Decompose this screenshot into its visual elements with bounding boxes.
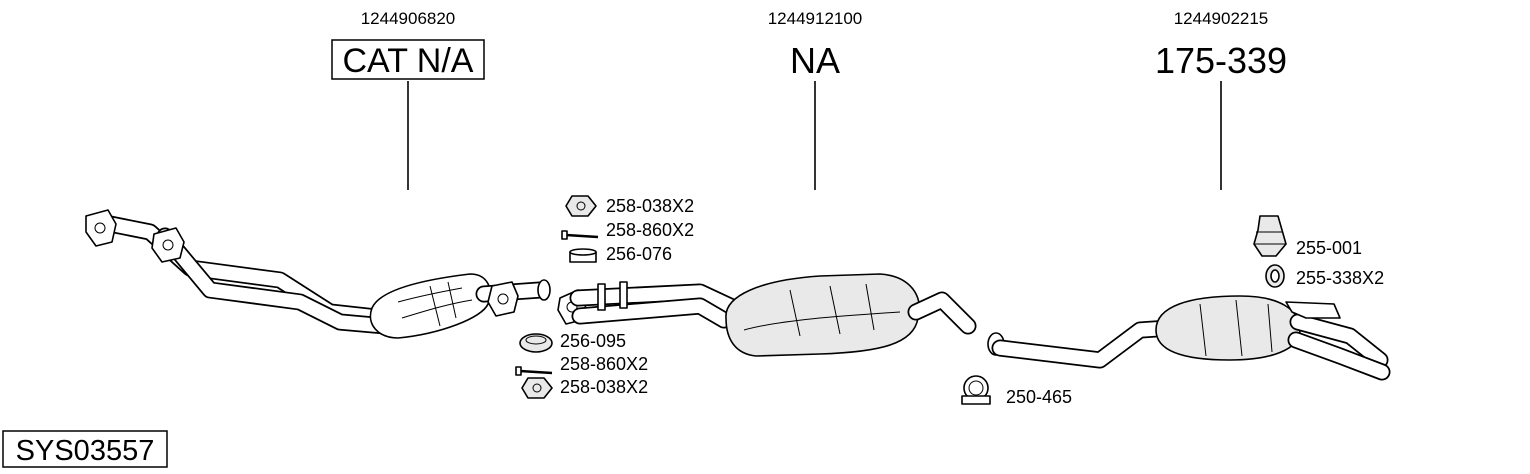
ring-upper-label: 256-076 — [606, 244, 672, 264]
assembly-2-ref: 1244912100 — [768, 9, 863, 28]
clamp: 250-465 — [961, 375, 1072, 407]
assembly-1-code-box — [331, 39, 485, 80]
bolt-upper: 258-860X2 — [561, 220, 694, 240]
hanger: 255-001 — [1253, 215, 1362, 258]
system-id-box — [2, 430, 168, 468]
nut-upper-label: 258-038X2 — [606, 196, 694, 216]
hanger-ring: 255-338X2 — [1265, 264, 1384, 288]
assembly-3-ref: 1244902215 — [1174, 9, 1269, 28]
bolt-lower-label: 258-860X2 — [560, 354, 648, 374]
bolt-upper-label: 258-860X2 — [606, 220, 694, 240]
assembly-1-code: CAT N/A — [343, 42, 474, 80]
assembly-3-code: 175-339 — [1155, 40, 1287, 81]
nut-upper: 258-038X2 — [565, 195, 694, 217]
assembly-1-ref: 1244906820 — [361, 9, 456, 28]
ring-lower-label: 256-095 — [560, 331, 626, 351]
hanger-ring-label: 255-338X2 — [1296, 268, 1384, 288]
rear-pipe-rear-silencer — [987, 295, 1391, 381]
system-id: SYS03557 — [16, 435, 155, 467]
front-pipe-catalyst — [85, 209, 551, 339]
ring-upper: 256-076 — [569, 244, 672, 264]
bolt-lower: 258-860X2 — [515, 354, 648, 376]
ring-lower: 256-095 — [519, 331, 626, 353]
assembly-2-code: NA — [790, 40, 840, 81]
nut-lower: 258-038X2 — [521, 377, 648, 399]
center-pipe-middle-silencer — [557, 273, 977, 357]
nut-lower-label: 258-038X2 — [560, 377, 648, 397]
hanger-label: 255-001 — [1296, 238, 1362, 258]
clamp-label: 250-465 — [1006, 387, 1072, 407]
